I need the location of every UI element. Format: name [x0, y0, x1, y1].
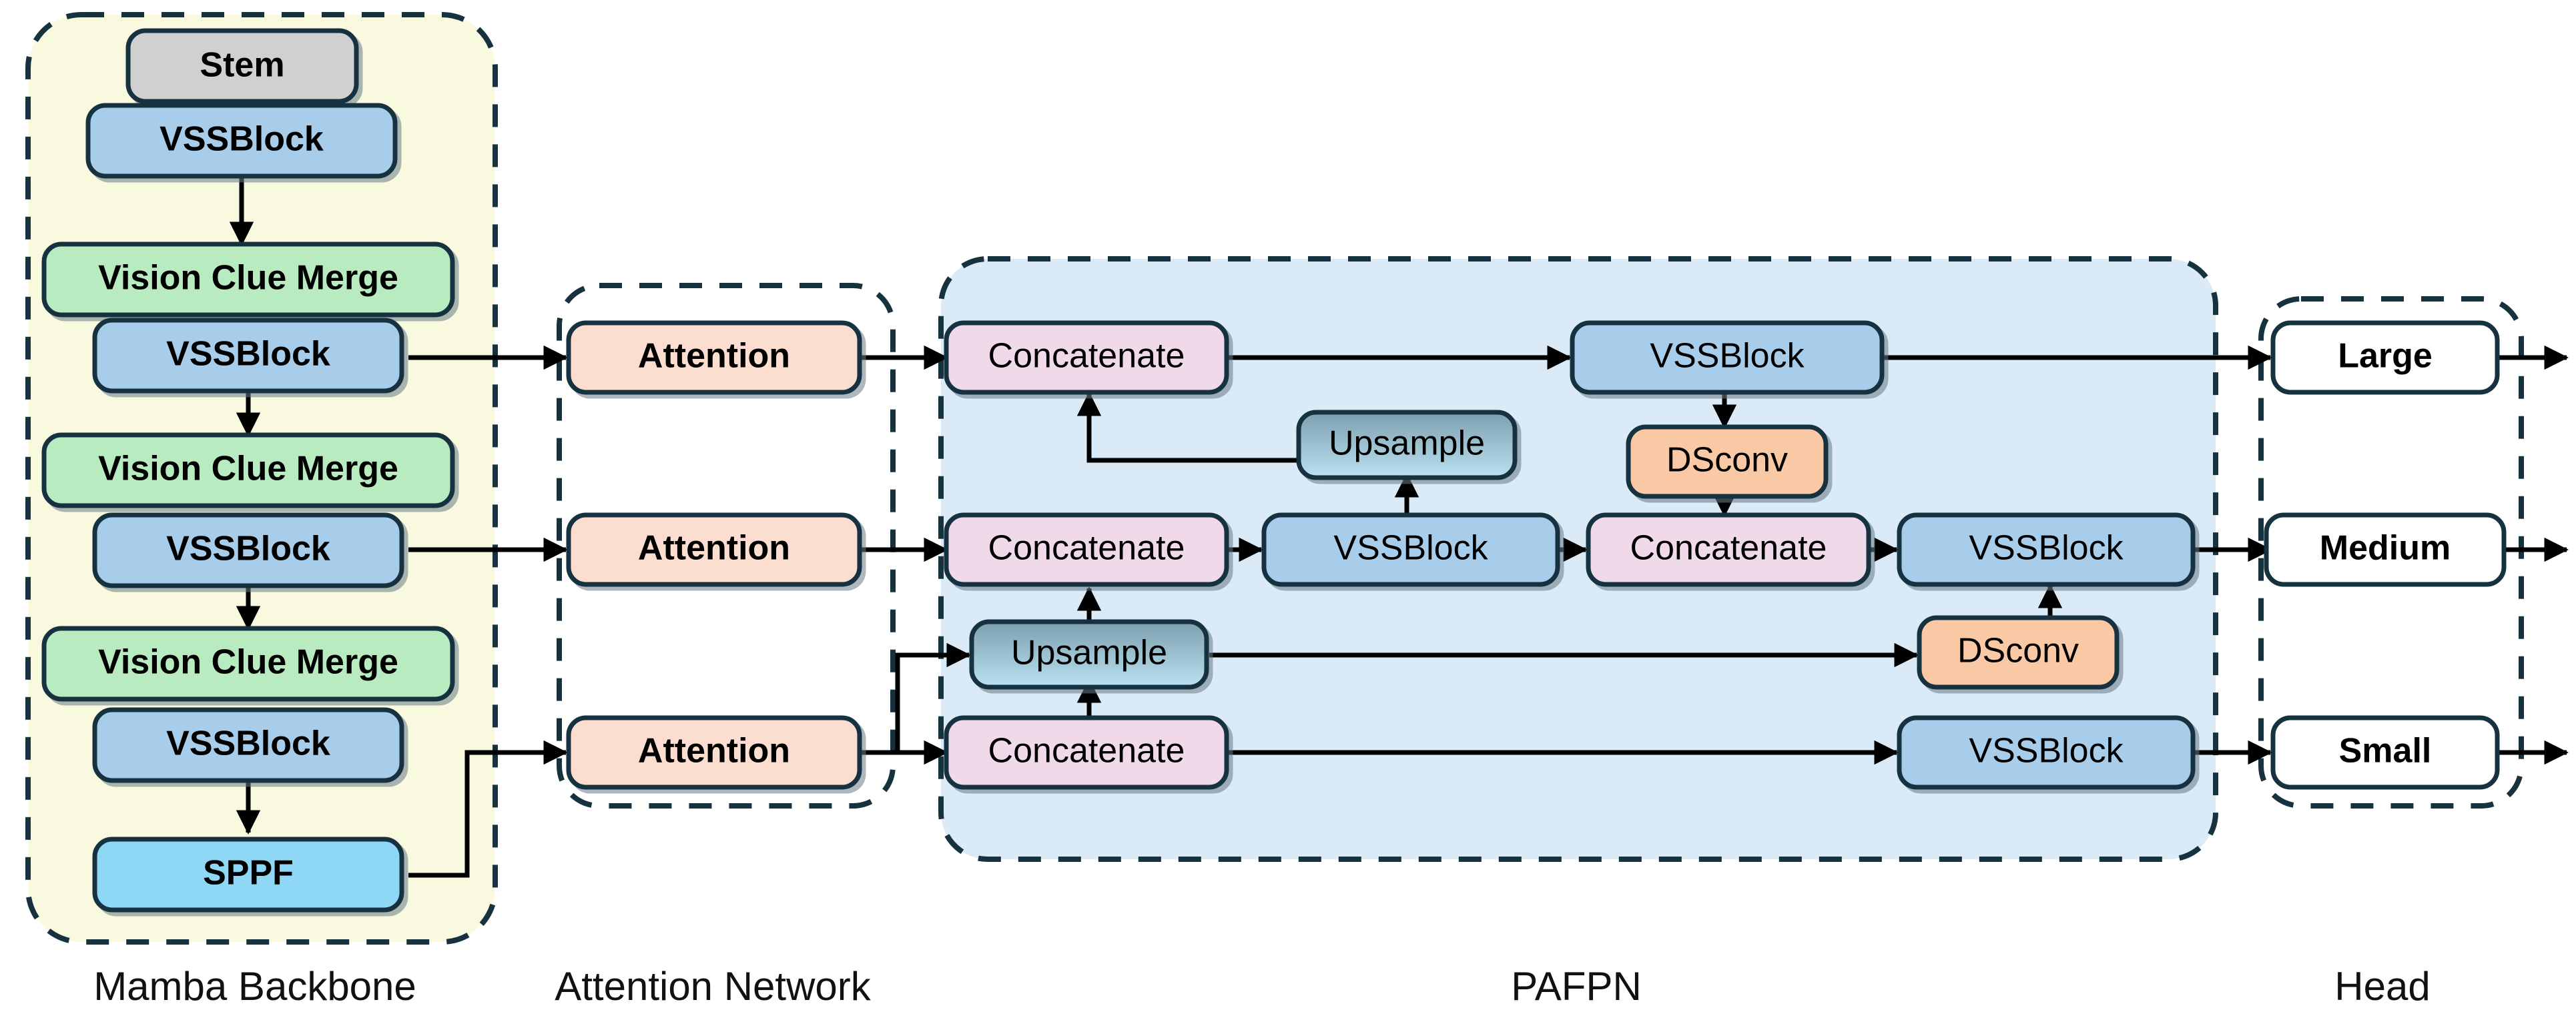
block-vssblock-top[interactable]	[1570, 320, 1885, 395]
block-attention-1-label: Attention	[638, 337, 790, 376]
block-vssblock-4-label: VSSBlock	[166, 724, 330, 763]
block-concatenate-mid-label: Concatenate	[988, 529, 1185, 568]
block-dsconv-top-label: DSconv	[1666, 441, 1788, 480]
wire-attention3-to-upsample-bot	[895, 642, 971, 752]
wire-sppf-to-attention3	[408, 740, 568, 878]
block-vssblock-mid[interactable]	[1261, 512, 1560, 587]
block-upsample-top[interactable]	[1296, 410, 1518, 480]
block-attention-2[interactable]	[566, 512, 862, 587]
block-sppf[interactable]	[92, 837, 404, 913]
block-vssblock-mid-label: VSSBlock	[1333, 529, 1488, 568]
block-attention-3[interactable]	[566, 715, 862, 790]
block-sppf-label: SPPF	[203, 854, 294, 893]
block-upsample-bot[interactable]	[969, 619, 1209, 690]
block-vssblock-mid2-label: VSSBlock	[1969, 529, 2124, 568]
block-vision-clue-merge-2-label: Vision Clue Merge	[98, 450, 398, 488]
block-vssblock-4[interactable]	[92, 707, 404, 783]
block-vssblock-bot-label: VSSBlock	[1969, 732, 2124, 770]
group-label-attention-network: Attention Network	[555, 964, 872, 1009]
block-attention-2-label: Attention	[638, 529, 790, 568]
block-head-small-label: Small	[2339, 732, 2432, 770]
block-attention-1[interactable]	[566, 320, 862, 395]
wire-upsample-top-to-concat-top	[1076, 392, 1303, 463]
block-attention-3-label: Attention	[638, 732, 790, 770]
block-upsample-top-label: Upsample	[1329, 424, 1485, 463]
block-vssblock-2-label: VSSBlock	[166, 335, 330, 374]
block-vssblock-bot[interactable]	[1897, 715, 2196, 790]
block-head-large[interactable]	[2270, 320, 2500, 395]
block-head-small[interactable]	[2270, 715, 2500, 790]
group-label-pafpn: PAFPN	[1511, 964, 1642, 1009]
block-concatenate-top-label: Concatenate	[988, 337, 1185, 376]
block-concatenate-bot[interactable]	[944, 715, 1229, 790]
block-upsample-bot-label: Upsample	[1011, 634, 1167, 672]
block-head-medium[interactable]	[2264, 512, 2507, 587]
block-concatenate-mid[interactable]	[944, 512, 1229, 587]
block-concatenate-top[interactable]	[944, 320, 1229, 395]
block-head-large-label: Large	[2338, 337, 2433, 376]
block-concatenate-bot-label: Concatenate	[988, 732, 1185, 770]
block-concatenate-mid2[interactable]	[1586, 512, 1871, 587]
block-concatenate-mid2-label: Concatenate	[1630, 529, 1827, 568]
block-dsconv-bot[interactable]	[1917, 615, 2120, 690]
block-dsconv-bot-label: DSconv	[1957, 632, 2079, 670]
block-vssblock-mid2[interactable]	[1897, 512, 2196, 587]
block-vssblock-3-label: VSSBlock	[166, 530, 330, 568]
block-vssblock-3[interactable]	[92, 512, 404, 588]
block-vision-clue-merge-1-label: Vision Clue Merge	[98, 259, 398, 298]
group-label-head: Head	[2334, 964, 2430, 1009]
block-stem[interactable]	[125, 28, 359, 104]
block-vssblock-2[interactable]	[92, 318, 404, 394]
block-head-medium-label: Medium	[2320, 529, 2451, 568]
group-label-mamba-backbone: Mamba Backbone	[93, 964, 416, 1009]
block-vision-clue-merge-1[interactable]	[41, 241, 455, 318]
block-vssblock-top-label: VSSBlock	[1650, 337, 1805, 376]
block-stem-label: Stem	[200, 46, 284, 85]
block-vision-clue-merge-3-label: Vision Clue Merge	[98, 643, 398, 682]
block-vssblock-1[interactable]	[85, 103, 398, 179]
block-vision-clue-merge-3[interactable]	[41, 626, 455, 702]
block-vssblock-1-label: VSSBlock	[159, 120, 324, 159]
block-vision-clue-merge-2[interactable]	[41, 432, 455, 508]
block-dsconv-top[interactable]	[1626, 424, 1829, 499]
